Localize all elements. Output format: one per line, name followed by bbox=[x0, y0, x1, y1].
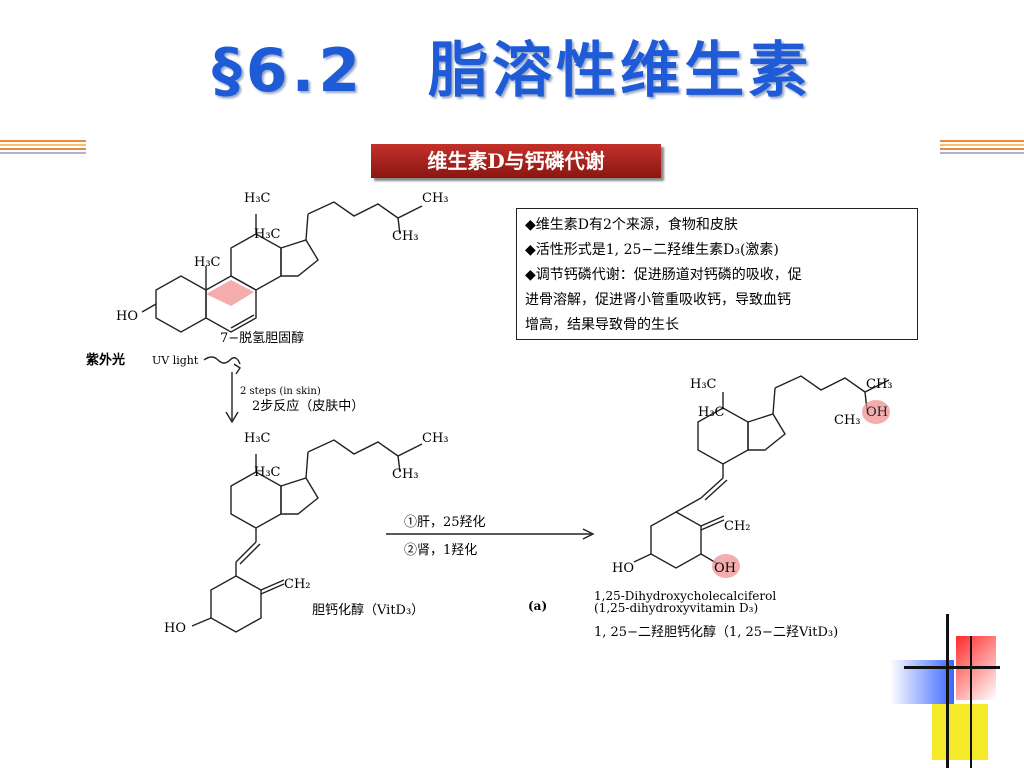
label-ho: HO bbox=[612, 561, 634, 576]
label-ch3: CH₃ bbox=[422, 431, 449, 446]
info-line: ◆调节钙磷代谢：促进肠道对钙磷的吸收，促 bbox=[525, 267, 802, 283]
label-vitd3: 胆钙化醇（VitD₃） bbox=[312, 602, 424, 618]
label-ch3: CH₃ bbox=[866, 377, 893, 392]
info-line: ◆活性形式是1, 25−二羟维生素D₃(激素) bbox=[525, 242, 779, 258]
label-h3c: H₃C bbox=[244, 191, 271, 206]
label-h3c: H₃C bbox=[254, 227, 281, 242]
ring-d-vitd3 bbox=[280, 477, 319, 515]
highlight-1-oh bbox=[712, 554, 740, 578]
label-ch3: CH₃ bbox=[392, 467, 419, 482]
label-ch2: CH₂ bbox=[284, 577, 311, 592]
decor-stripe-left bbox=[0, 140, 86, 156]
label-kidney-step: ②肾，1羟化 bbox=[404, 543, 477, 558]
label-liver-step: ①肝，25羟化 bbox=[404, 515, 486, 530]
info-line: ◆维生素D有2个来源，食物和皮肤 bbox=[525, 217, 738, 233]
label-steps-en: 2 steps (in skin) bbox=[240, 386, 321, 397]
label-h3c: H₃C bbox=[690, 377, 717, 392]
ring-d-product bbox=[747, 413, 786, 451]
label-ch2: CH₂ bbox=[724, 519, 751, 534]
ring-a bbox=[155, 275, 207, 333]
label-h3c: H₃C bbox=[194, 255, 221, 270]
ring-c-vitd3 bbox=[230, 471, 282, 529]
metabolism-diagram: H₃C CH₃ CH₃ H₃C H₃C HO 7−脱氢胆固醇 紫外光 UV li… bbox=[86, 191, 893, 640]
label-ho: HO bbox=[164, 621, 186, 636]
decor-stripe-right bbox=[940, 140, 1024, 156]
label-oh: OH bbox=[866, 405, 888, 420]
label-steps-cn: 2步反应（皮肤中） bbox=[252, 398, 364, 414]
label-uv-cn: 紫外光 bbox=[86, 352, 125, 368]
diagram-image: 维生素D与钙磷代谢 ◆维生素D有2个来源，食物和皮肤 ◆活性形式是1, 25−二… bbox=[86, 142, 940, 660]
label-oh: OH bbox=[714, 561, 736, 576]
info-line: 进骨溶解，促进肾小管重吸收钙，导致血钙 bbox=[525, 292, 791, 308]
label-uv-en: UV light bbox=[152, 354, 199, 367]
label-panel: (a) bbox=[528, 599, 547, 613]
diagram-banner: 维生素D与钙磷代谢 bbox=[371, 144, 661, 178]
decor-line-h bbox=[904, 666, 1000, 669]
info-box: ◆维生素D有2个来源，食物和皮肤 ◆活性形式是1, 25−二羟维生素D₃(激素)… bbox=[516, 208, 918, 340]
decor-yellow-square bbox=[932, 704, 988, 760]
label-h3c: H₃C bbox=[244, 431, 271, 446]
decor-line-v bbox=[946, 614, 949, 768]
label-ch3: CH₃ bbox=[422, 191, 449, 206]
ring-c bbox=[230, 233, 282, 291]
label-7-dehydrocholesterol: 7−脱氢胆固醇 bbox=[220, 330, 304, 346]
label-product-en1: 1,25-Dihydroxycholecalciferol bbox=[594, 589, 776, 603]
ring-a-product bbox=[650, 511, 702, 569]
label-ch3: CH₃ bbox=[834, 413, 861, 428]
label-h3c: H₃C bbox=[698, 405, 725, 420]
ring-d bbox=[280, 239, 319, 277]
label-product-cn: 1, 25−二羟胆钙化醇（1, 25−二羟VitD₃) bbox=[594, 624, 838, 640]
label-ch3: CH₃ bbox=[392, 229, 419, 244]
label-ho: HO bbox=[116, 309, 138, 324]
label-product-en2: (1,25-dihydroxyvitamin D₃) bbox=[594, 601, 758, 615]
info-line: 增高，结果导致骨的生长 bbox=[525, 317, 679, 333]
slide-title: §6.2 脂溶性维生素 bbox=[211, 36, 813, 106]
highlight-25-oh bbox=[862, 400, 890, 424]
decor-line-v2 bbox=[970, 636, 972, 768]
label-h3c: H₃C bbox=[254, 465, 281, 480]
highlight-bond bbox=[206, 280, 254, 306]
ring-a-vitd3 bbox=[210, 575, 262, 633]
